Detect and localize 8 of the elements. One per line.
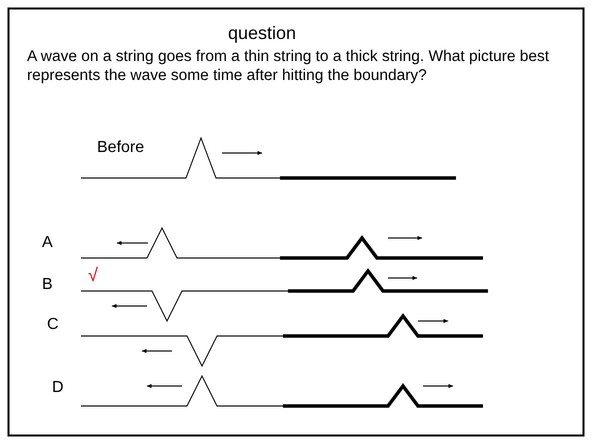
option-letter: A	[42, 234, 53, 252]
check-mark: √	[88, 266, 98, 284]
option-letter: D	[52, 379, 64, 397]
row-label: Before	[97, 139, 144, 157]
option-letter: B	[42, 276, 53, 294]
title: question	[228, 23, 296, 43]
option-letter: C	[47, 316, 59, 334]
question-text: A wave on a string goes from a thin string to a thick string. What picture best represents the wave some time after hitting the boundary?	[27, 47, 550, 85]
